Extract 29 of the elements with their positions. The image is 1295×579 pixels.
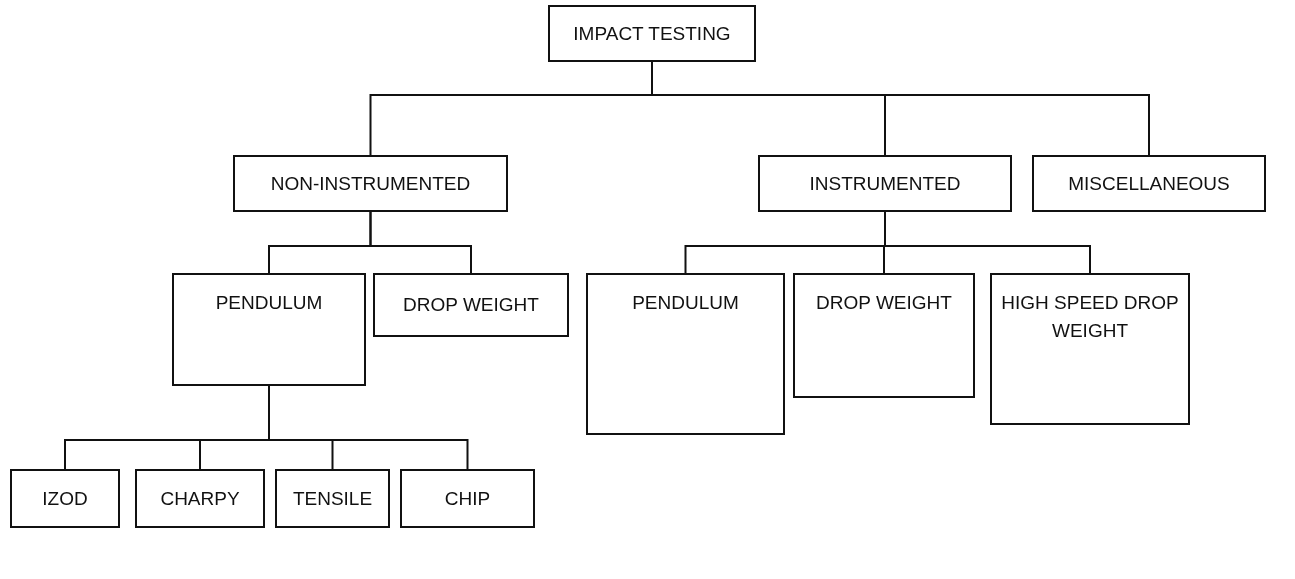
box-label: INSTRUMENTED — [809, 171, 961, 196]
box-label: PENDULUM — [215, 291, 323, 315]
category-box — [10, 469, 120, 528]
category-box — [172, 273, 366, 386]
connector-line — [369, 211, 472, 274]
box-label: IMPACT TESTING — [573, 21, 731, 46]
box-label: MISCELLANEOUS — [1068, 171, 1230, 196]
category-box — [275, 469, 390, 528]
category-box — [1032, 155, 1266, 212]
box-label: CHARPY — [160, 486, 240, 511]
box-label: TENSILE — [292, 486, 373, 511]
category-box — [990, 273, 1190, 425]
connector-line — [268, 385, 469, 470]
connector-line — [884, 211, 1091, 274]
box-label: NON-INSTRUMENTED — [270, 171, 471, 196]
category-box — [758, 155, 1012, 212]
category-box — [373, 273, 569, 337]
box-label: DROP WEIGHT — [816, 291, 952, 315]
category-box — [793, 273, 975, 398]
category-box — [548, 5, 756, 62]
box-label: CHIP — [444, 486, 491, 511]
category-box — [586, 273, 785, 435]
category-box — [400, 469, 535, 528]
category-box — [135, 469, 265, 528]
category-box — [233, 155, 508, 212]
box-label: PENDULUM — [632, 291, 739, 315]
box-label: HIGH SPEED DROP WEIGHT — [1000, 291, 1180, 343]
box-label: IZOD — [42, 486, 88, 511]
box-label: DROP WEIGHT — [403, 293, 539, 318]
